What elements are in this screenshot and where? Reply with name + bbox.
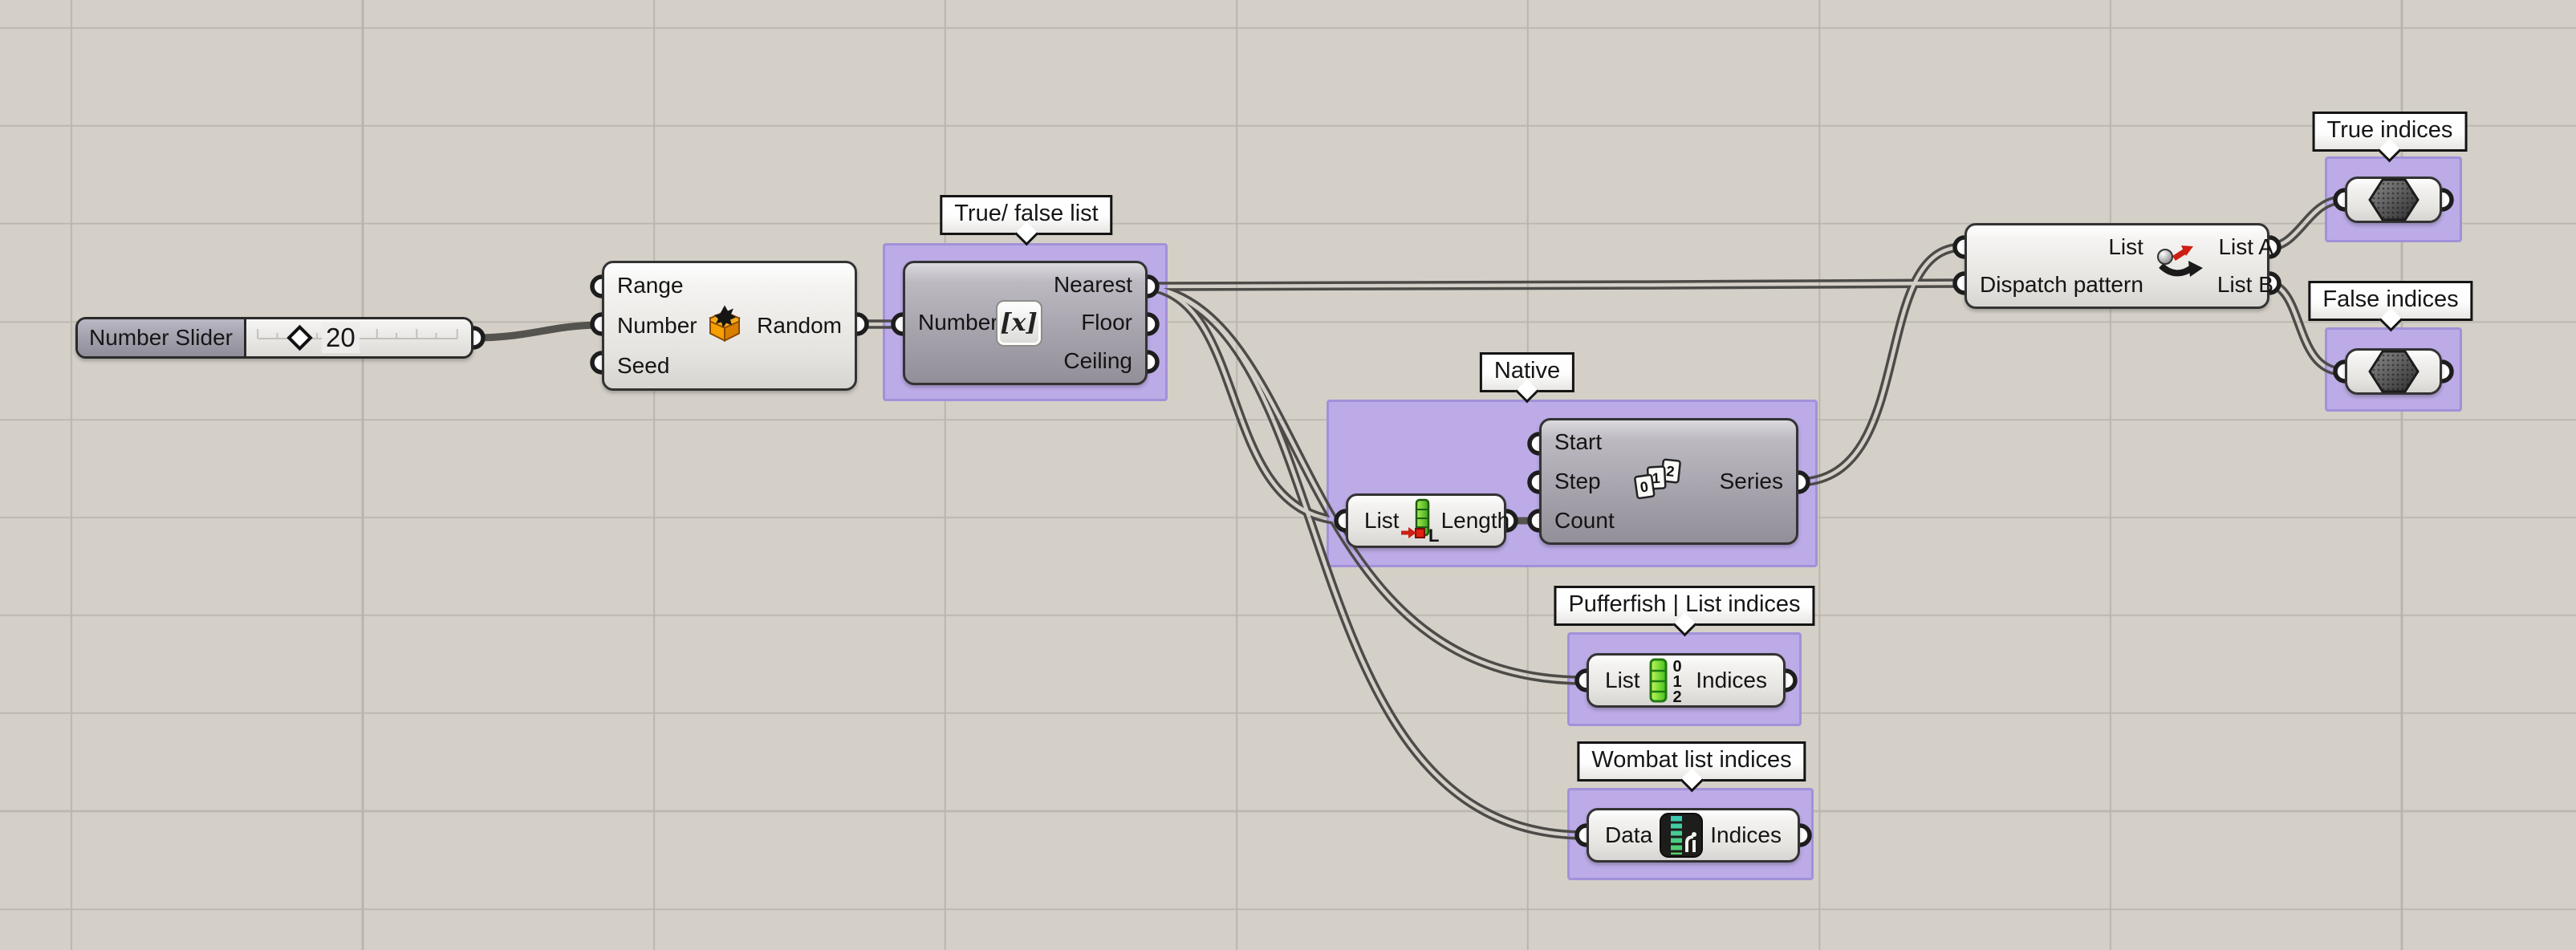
round-bracket-x-icon: [x] — [995, 299, 1042, 347]
wire-slider-to-random[interactable] — [469, 321, 606, 342]
false-indices-param[interactable] — [2345, 348, 2442, 395]
dispatch-listb-label: List B — [2216, 272, 2273, 298]
number-slider-track[interactable]: 20 — [246, 319, 471, 356]
wombat-data-label: Data — [1605, 822, 1653, 847]
tag-true-false-list[interactable]: True/ false list — [940, 195, 1113, 235]
list-length-component[interactable]: List L Length — [1346, 493, 1509, 548]
series-output-label: Series — [1719, 468, 1783, 493]
tag-native[interactable]: Native — [1479, 352, 1575, 392]
series-start-label: Start — [1554, 429, 1603, 455]
round-nearest-label: Nearest — [1053, 271, 1132, 297]
slider-value: 20 — [322, 323, 360, 353]
svg-text:L: L — [1428, 526, 1439, 543]
round-component[interactable]: Number Nearest Floor Ceiling [x] — [903, 261, 1148, 385]
round-number-label: Number — [918, 310, 998, 335]
number-slider-name: Number Slider — [78, 319, 246, 356]
tag-true-indices[interactable]: True indices — [2312, 112, 2468, 152]
svg-text:1: 1 — [1652, 470, 1660, 486]
true-indices-param[interactable] — [2345, 177, 2442, 223]
number-slider[interactable]: Number Slider 20 — [75, 317, 473, 359]
dispatch-icon — [2155, 245, 2206, 288]
random-component[interactable]: Range Number Seed Random — [602, 261, 857, 391]
list-length-icon: L — [1400, 498, 1441, 543]
series-component[interactable]: Start Step Count Series 2 1 0 — [1539, 418, 1798, 545]
svg-text:2: 2 — [1665, 463, 1675, 480]
wire-lista-to-true[interactable] — [2263, 195, 2348, 252]
tag-pufferfish[interactable]: Pufferfish | List indices — [1554, 586, 1815, 626]
tag-false-indices[interactable]: False indices — [2308, 281, 2473, 321]
svg-text:1: 1 — [1673, 673, 1682, 691]
listlength-length-label: Length — [1440, 508, 1510, 533]
wombat-indices-component[interactable]: Data Indices — [1587, 808, 1800, 863]
svg-text:2: 2 — [1673, 688, 1682, 704]
puffer-list-label: List — [1605, 668, 1640, 692]
wombat-indices-label: Indices — [1710, 822, 1782, 847]
tag-wombat[interactable]: Wombat list indices — [1577, 741, 1806, 782]
data-hex-icon — [2367, 177, 2420, 222]
pufferfish-indices-component[interactable]: List 0 1 2 Indices — [1587, 653, 1786, 708]
listlength-list-label: List — [1364, 508, 1400, 533]
wombat-list-indices-icon — [1659, 812, 1704, 859]
round-ceiling-label: Ceiling — [1063, 348, 1132, 374]
series-icon: 2 1 0 — [1633, 457, 1683, 507]
data-hex-icon — [2367, 349, 2420, 394]
series-step-label: Step — [1554, 468, 1601, 493]
dispatch-pattern-label: Dispatch pattern — [1980, 272, 2143, 298]
random-seed-label: Seed — [617, 353, 670, 378]
svg-text:0: 0 — [1673, 658, 1682, 676]
puffer-indices-label: Indices — [1696, 668, 1767, 692]
dispatch-lista-label: List A — [2218, 233, 2273, 259]
wire-nearest-to-wombat[interactable] — [1141, 282, 1590, 840]
wire-series-to-dispatch-list[interactable] — [1792, 242, 1968, 487]
pufferfish-list-indices-icon: 0 1 2 — [1645, 657, 1690, 704]
random-box-icon — [704, 305, 746, 347]
random-number-label: Number — [617, 313, 697, 338]
round-floor-label: Floor — [1081, 310, 1132, 335]
dispatch-component[interactable]: List Dispatch pattern List A List B — [1965, 223, 2273, 309]
dispatch-list-label: List — [2108, 233, 2143, 259]
wire-nearest-to-dispatch-pattern[interactable] — [1141, 278, 1968, 291]
random-range-label: Range — [617, 273, 684, 298]
series-count-label: Count — [1554, 507, 1615, 533]
svg-text:0: 0 — [1639, 478, 1649, 495]
random-output-label: Random — [757, 313, 842, 338]
